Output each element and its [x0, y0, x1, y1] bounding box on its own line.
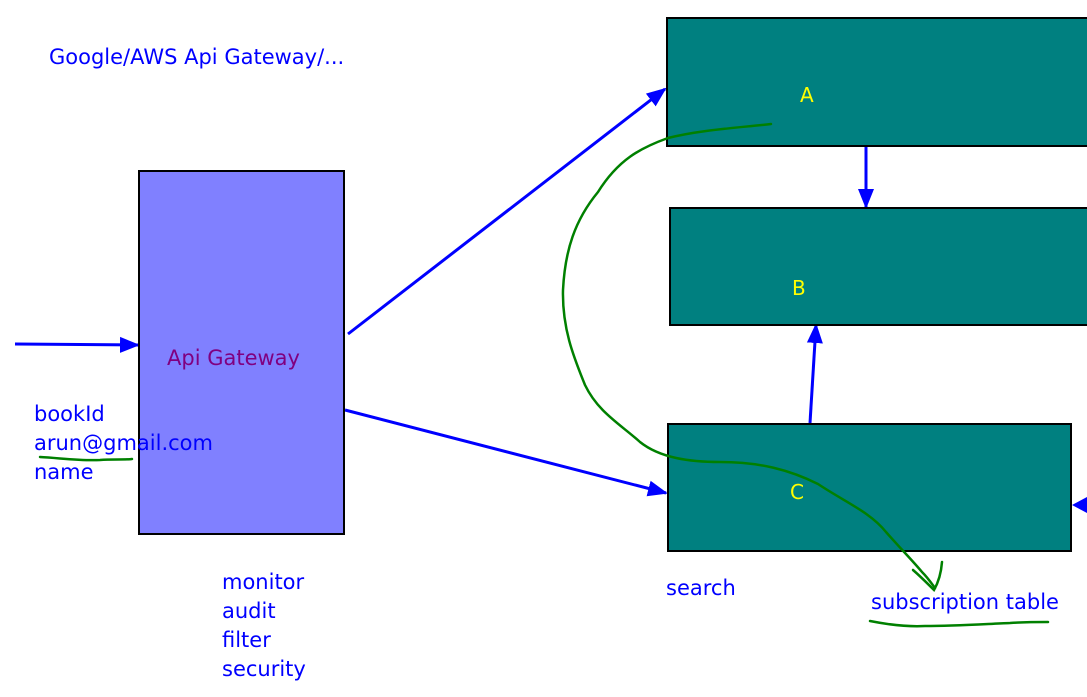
service-c-box — [667, 423, 1072, 552]
request-field-bookid: bookId — [34, 402, 105, 426]
feature-monitor: monitor — [222, 570, 305, 594]
service-b-label: B — [792, 276, 806, 300]
service-a-box — [666, 17, 1087, 147]
incoming-request-arrow — [14, 336, 140, 353]
feature-audit: audit — [222, 599, 276, 623]
gateway-to-a-arrow — [347, 87, 667, 336]
feature-filter: filter — [222, 628, 271, 652]
gateway-features: monitor audit filter security — [222, 568, 306, 684]
service-b-box — [669, 207, 1087, 326]
request-field-name: name — [34, 460, 94, 484]
service-c-label: C — [790, 480, 804, 504]
offscreen-to-c-arrowhead — [1072, 497, 1087, 513]
feature-security: security — [222, 657, 306, 681]
diagram-title: Google/AWS Api Gateway/... — [49, 45, 345, 69]
search-note: search — [666, 576, 736, 600]
request-field-email: arun@gmail.com — [34, 431, 213, 455]
subscription-table-note: subscription table — [871, 590, 1059, 614]
gateway-to-c-arrow — [344, 408, 668, 497]
api-gateway-label: Api Gateway — [167, 346, 300, 370]
api-gateway-box — [138, 170, 345, 535]
c-to-b-arrow — [806, 323, 823, 424]
request-fields: bookId arun@gmail.com name — [34, 400, 213, 487]
service-a-label: A — [800, 83, 814, 107]
